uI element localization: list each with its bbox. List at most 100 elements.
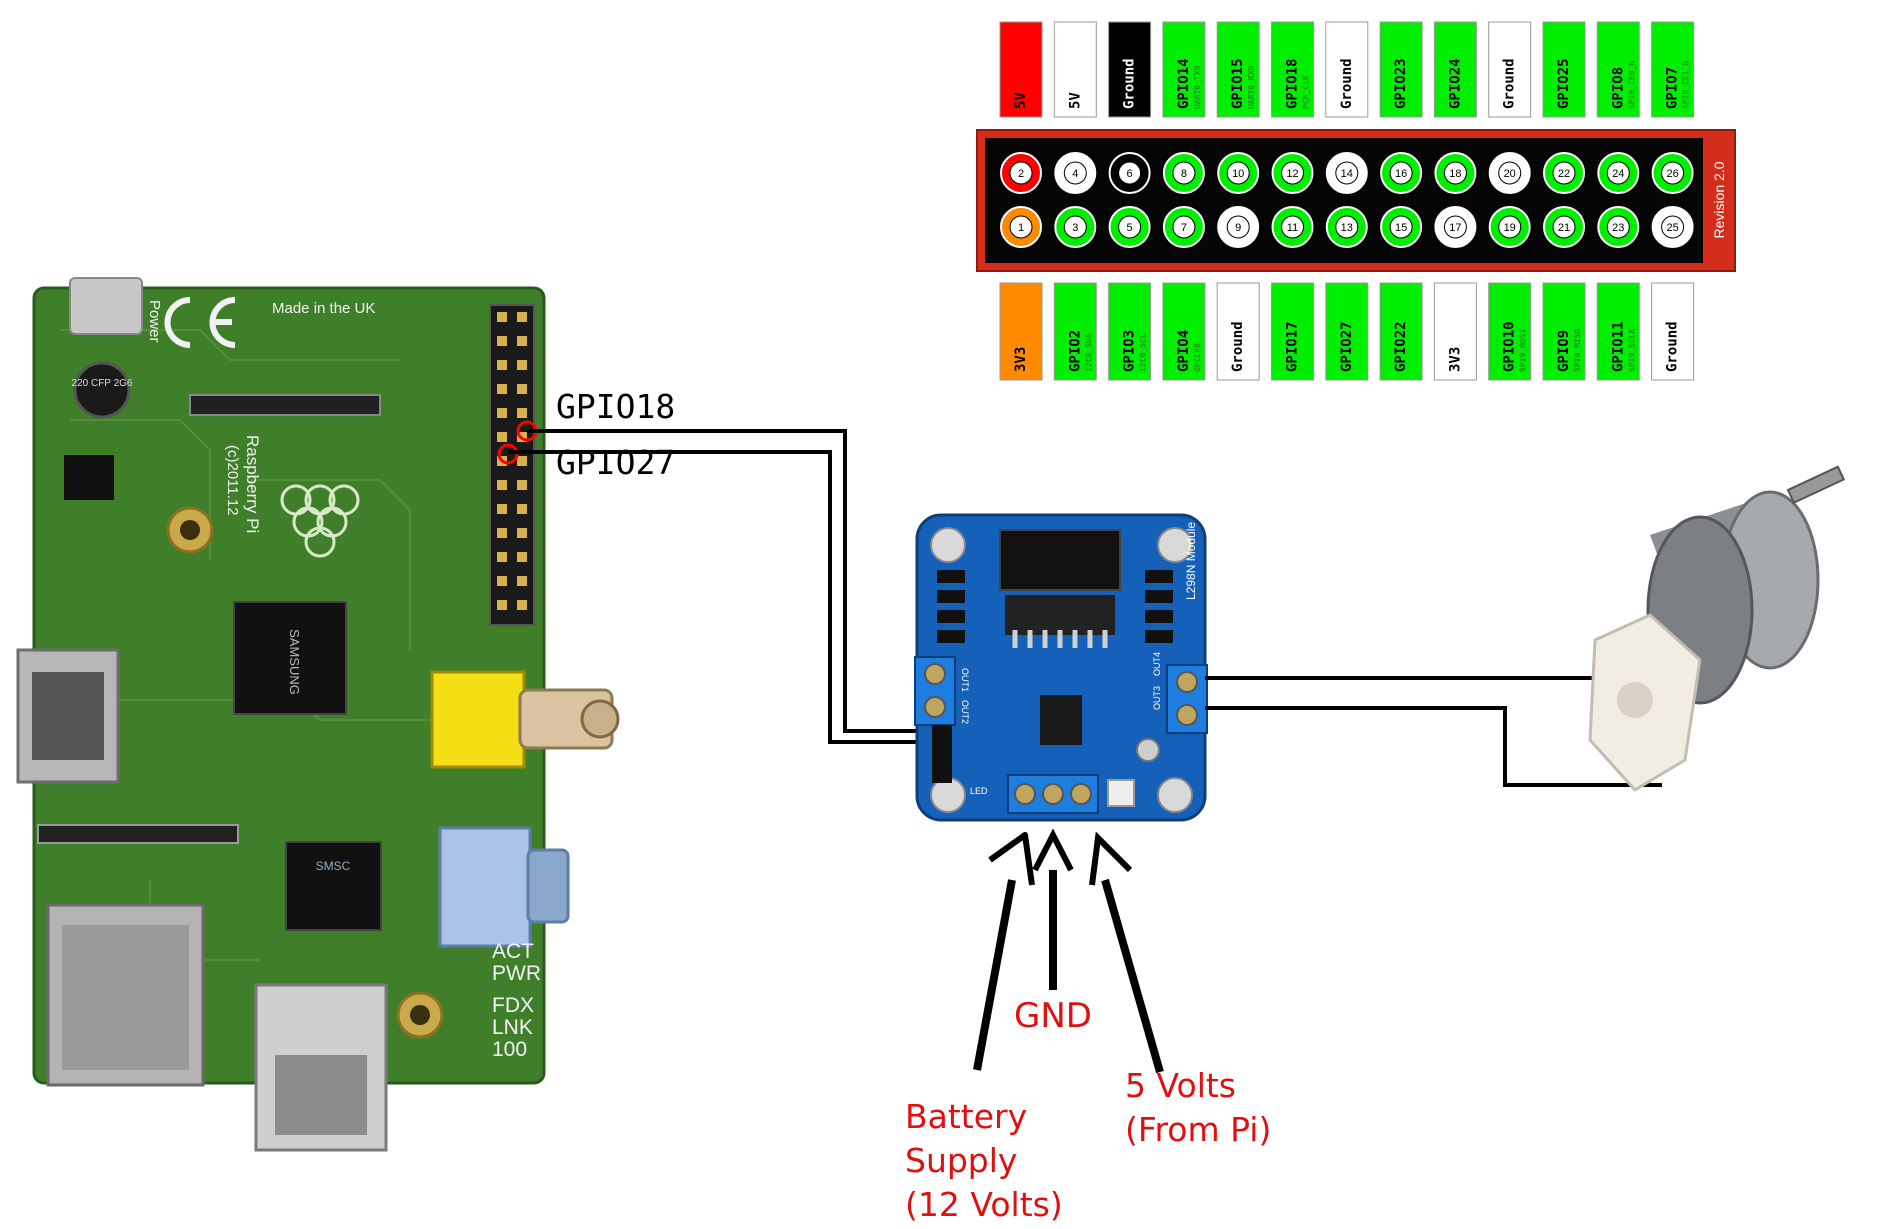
svg-text:16: 16 [1395,168,1407,180]
gnd-arrow [1032,828,1074,990]
top-pin-name: 5V [1013,92,1029,109]
header-pin-18: 18 [1434,152,1477,194]
header-pin-17: 17 [1434,206,1477,248]
header-pin-14: 14 [1325,152,1368,194]
l298n-motor-driver: L298N Module VCC GND 5V OUT1 OUT2 OUT3 O… [914,513,1208,833]
header-pin-11: 11 [1271,206,1314,248]
svg-text:19: 19 [1504,222,1516,234]
top-pin-label-box: 5V [999,21,1043,118]
top-pin-alt-function: SPI0_CE0_N [1627,61,1636,109]
header-pin-7: 7 [1162,206,1205,248]
top-pin-label-box: Ground [1325,21,1369,118]
svg-text:2: 2 [1018,168,1024,180]
top-pin-name: GPIO24 [1447,58,1463,109]
top-pin-name: GPIO8 [1610,67,1626,109]
bottom-pin-label-box: GPIO22 [1379,282,1423,381]
lan-chip [285,841,382,931]
module-name-label: L298N Module [1184,522,1198,600]
header-pin-6: 6 [1108,152,1151,194]
board-gpio-pin [517,600,527,610]
5v-arrow [1089,831,1164,1074]
svg-text:FDX: FDX [492,994,534,1017]
five-volts-label-line2: (From Pi) [1125,1110,1271,1149]
board-gpio-pin [517,528,527,538]
bottom-pin-name: GPIO9 [1556,330,1572,372]
driver-regulator [1040,695,1082,745]
svg-text:15: 15 [1395,222,1407,234]
bottom-pin-label-box: GPIO27 [1325,282,1369,381]
bottom-pin-name: GPIO22 [1393,321,1409,372]
gpio-header [489,304,535,626]
board-gpio-pin [517,456,527,466]
board-gpio-pin [497,432,507,442]
board-gpio-pin [517,360,527,370]
battery-label-line3: (12 Volts) [905,1185,1063,1224]
board-gpio-pin [517,552,527,562]
svg-text:OUT4: OUT4 [1152,652,1162,676]
top-pin-label-box: 5V [1053,21,1097,118]
gpio-signal-wires [508,429,935,744]
battery-label-line1: Battery [905,1097,1027,1136]
top-pin-alt-function: PCM_CLK [1302,75,1311,109]
bottom-pin-name: GPIO3 [1122,330,1138,372]
bottom-pin-name: Ground [1665,321,1681,372]
svg-text:LED: LED [970,786,988,796]
audio-jack [438,826,532,948]
svg-text:7: 7 [1181,222,1187,234]
bottom-pin-name: 3V3 [1447,347,1463,372]
header-pin-20: 20 [1488,152,1531,194]
top-pin-name: Ground [1502,58,1518,109]
header-pin-12: 12 [1271,152,1314,194]
svg-text:13: 13 [1341,222,1353,234]
bottom-pin-alt-function: GPCLK0 [1193,343,1202,372]
camera-connector [37,824,239,844]
header-pin-26: 26 [1651,152,1694,194]
header-pin-13: 13 [1325,206,1368,248]
svg-text:ACT: ACT [492,940,534,963]
svg-text:25: 25 [1666,222,1678,234]
header-pin-21: 21 [1543,206,1585,248]
svg-text:12: 12 [1286,168,1298,180]
svg-text:26: 26 [1666,168,1678,180]
board-gpio-pin [497,576,507,586]
board-gpio-pin [497,504,507,514]
svg-text:11: 11 [1287,222,1298,234]
board-gpio-pin [497,312,507,322]
lan-chip-label: SMSC [316,859,351,873]
vcc-terminal-label: VCC [1013,821,1036,833]
board-gpio-pin [497,384,507,394]
header-pin-16: 16 [1380,152,1423,194]
header-pin-22: 22 [1543,152,1585,194]
board-gpio-pin [517,504,527,514]
micro-usb-port [69,277,143,335]
top-pin-name: GPIO14 [1176,58,1192,109]
top-pin-name: GPIO7 [1665,67,1681,109]
gpio27-annotation: GPIO27 [556,443,675,482]
header-pin-3: 3 [1054,206,1097,248]
svg-text:18: 18 [1449,168,1461,180]
svg-text:14: 14 [1341,168,1353,180]
gnd-terminal-label: GND [1041,821,1066,833]
capacitor-label: 220 CFP 2G6 [72,378,133,389]
top-pin-name: GPIO23 [1393,58,1409,109]
svg-text:OUT1: OUT1 [960,668,970,692]
board-gpio-pin [497,480,507,490]
display-connector [189,394,381,416]
svg-text:22: 22 [1558,168,1570,180]
svg-text:3: 3 [1072,222,1078,234]
battery-arrow [973,832,1035,1071]
status-led-labels: ACT PWR FDX LNK 100 [492,940,541,1061]
power-text: Power [146,300,163,343]
five-volts-label-line1: 5 Volts [1125,1066,1236,1105]
top-pin-name: Ground [1339,58,1355,109]
header-pin-2: 2 [1000,152,1042,194]
board-gpio-pin [497,360,507,370]
